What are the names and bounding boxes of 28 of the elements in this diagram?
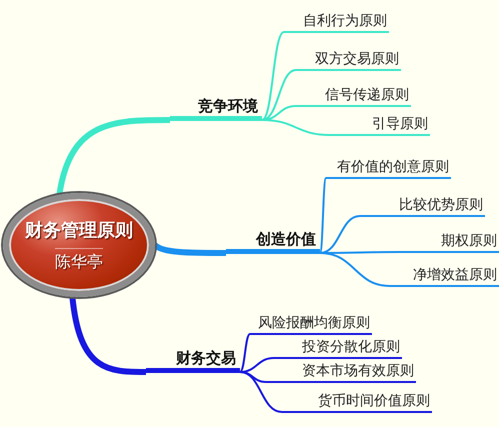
branch-line	[320, 252, 390, 287]
branch-leaf: 货币时间价值原则	[282, 392, 432, 413]
branch-topic: 创造价值	[226, 229, 320, 254]
branch-leaf: 资本市场有效原则	[266, 362, 416, 383]
branch-line	[240, 371, 266, 383]
branch-leaf: 自利行为原则	[284, 12, 389, 33]
author-name: 陈华亭	[55, 248, 103, 272]
branch-leaf: 风险报酬均衡原则	[250, 314, 372, 335]
branch-leaf: 投资分散化原则	[274, 338, 402, 359]
branch-leaf: 引导原则	[330, 115, 430, 136]
branch-line	[261, 31, 285, 121]
branch-line	[56, 117, 170, 196]
branch-leaf: 期权原则	[400, 232, 499, 253]
branch-topic: 竞争环境	[170, 96, 262, 121]
central-title: 财务管理原则	[25, 218, 133, 242]
branch-leaf: 比较优势原则	[360, 196, 485, 217]
branch-line	[262, 119, 330, 136]
branch-leaf: 净增效益原则	[390, 266, 499, 287]
branch-line	[262, 69, 296, 121]
branch-topic: 财务交易	[146, 348, 240, 373]
branch-leaf: 有价值的创意原则	[326, 158, 451, 179]
branch-line	[69, 296, 146, 375]
branch-line	[320, 215, 360, 254]
branch-line	[240, 371, 282, 413]
branch-line	[239, 333, 251, 373]
branch-leaf: 双方交易原则	[296, 50, 401, 71]
branch-leaf: 信号传递原则	[296, 86, 411, 107]
branch-line	[319, 178, 327, 254]
